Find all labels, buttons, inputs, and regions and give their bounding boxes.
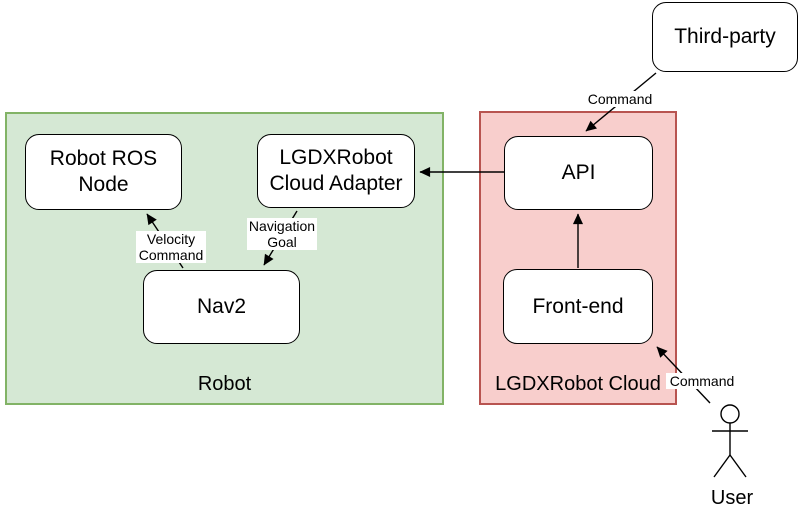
- node-lgdxrobot-cloud-adapter: LGDXRobot Cloud Adapter: [257, 134, 415, 208]
- edge-label-command-thirdparty: Command: [584, 91, 656, 107]
- edge-label-velocity-line2: Command: [138, 247, 204, 263]
- edge-label-velocity-command: Velocity Command: [136, 231, 206, 263]
- node-api: API: [504, 136, 653, 210]
- node-third-party: Third-party: [652, 2, 798, 72]
- robot-container-label: Robot: [197, 373, 252, 395]
- edge-label-navigation-goal: Navigation Goal: [247, 218, 317, 250]
- edge-label-velocity-line1: Velocity: [146, 231, 196, 247]
- user-actor-label: User: [710, 487, 754, 509]
- edge-label-navigation-line2: Goal: [267, 234, 297, 250]
- node-robot-ros-node-label-line1: Robot ROS: [49, 147, 158, 170]
- node-robot-ros-node: Robot ROS Node: [25, 134, 182, 210]
- node-adapter-label-line1: LGDXRobot: [279, 146, 393, 169]
- node-nav2: Nav2: [143, 270, 300, 344]
- node-front-end: Front-end: [503, 269, 653, 344]
- node-robot-ros-node-label-line2: Node: [78, 173, 129, 196]
- node-third-party-label: Third-party: [674, 25, 776, 48]
- actor-right-leg: [729, 454, 747, 478]
- node-front-end-label: Front-end: [532, 294, 624, 318]
- actor-left-leg: [713, 454, 731, 478]
- user-actor-icon: [712, 404, 748, 478]
- lgdxrobot-cloud-container-label: LGDXRobot Cloud: [495, 373, 661, 395]
- edge-label-navigation-line1: Navigation: [248, 218, 316, 234]
- node-adapter-label-line2: Cloud Adapter: [269, 172, 403, 195]
- actor-head: [720, 404, 740, 424]
- node-nav2-label: Nav2: [196, 295, 247, 318]
- node-api-label: API: [561, 161, 596, 184]
- edge-label-command-user: Command: [666, 373, 738, 389]
